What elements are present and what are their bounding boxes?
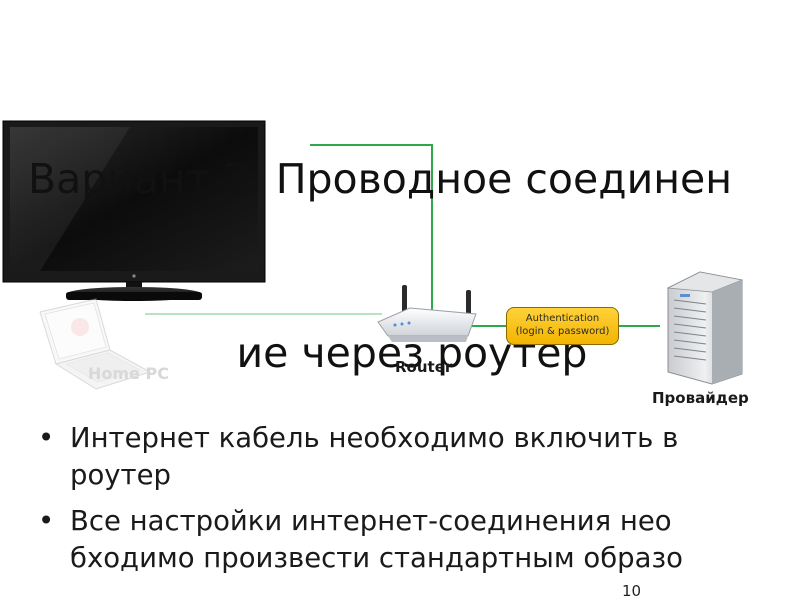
router-icon (377, 285, 477, 342)
home-pc-label: Home PC (88, 364, 169, 383)
page-number: 10 (622, 582, 642, 600)
bullet-item: • Все настройки интернет-соединения нео … (34, 503, 784, 577)
bullet-item: • Интернет кабель необходимо включить в … (34, 420, 784, 494)
authentication-badge-line-1: Authentication (525, 313, 600, 324)
bullet-item-2-line-1: Все настройки интернет-соединения нео (70, 505, 672, 537)
bullet-item-2-line-2: бходимо произвести стандартным образо (70, 542, 683, 574)
server-icon (666, 271, 744, 385)
bullet-item-1-line-2: роутер (70, 459, 171, 491)
bullet-list: • Интернет кабель необходимо включить в … (34, 420, 784, 586)
provider-label: Провайдер (652, 389, 749, 407)
slide-title-line-1: Вариант 2: Проводное соединен (28, 155, 733, 203)
authentication-badge: Authentication (login & password) (506, 307, 619, 345)
bullet-symbol: • (38, 422, 55, 454)
laptop-icon (39, 298, 152, 390)
authentication-badge-line-2: (login & password) (515, 326, 610, 337)
cable-lines (145, 144, 660, 327)
tv-icon (2, 120, 266, 301)
bullet-item-1-line-1: Интернет кабель необходимо включить в (70, 422, 679, 454)
cable-tv-router (310, 144, 433, 318)
slide-title: Вариант 2: Проводное соединен ие через р… (28, 34, 788, 498)
bullet-symbol: • (38, 505, 55, 537)
router-label: Router (395, 358, 453, 376)
